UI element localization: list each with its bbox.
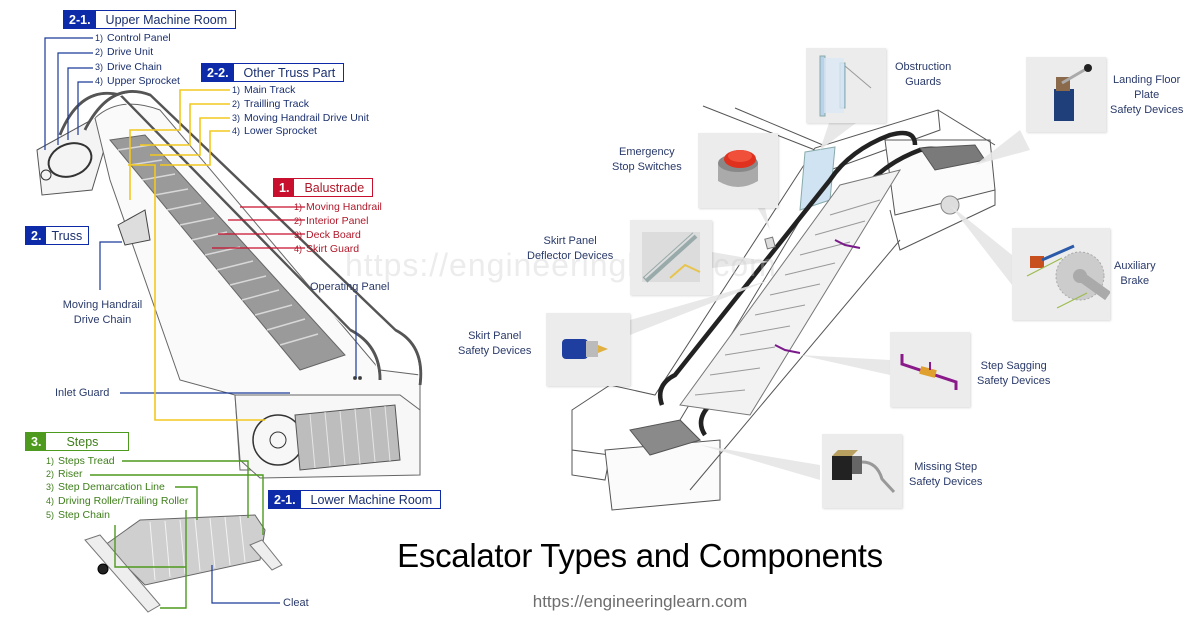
section-steps: 3. Steps [25,432,130,451]
section-title: Steps [66,434,99,449]
step-sagging-callout [890,332,970,407]
section-truss: 2. Truss [25,226,90,245]
page-title: Escalator Types and Components [397,537,883,574]
skirt-panel-safety-callout [546,313,630,386]
other-truss-part-item: 1)Main Track [232,84,296,96]
section-number: 2-2. [202,64,234,81]
steps-item: 1)Steps Tread [46,455,115,467]
moving-handrail-drive-chain-label: Moving Handrail Drive Chain [62,299,143,326]
landing-floor-plate-callout [1026,57,1106,132]
balustrade-item: 2)Interior Panel [294,215,369,227]
section-balustrade: 1. Balustrade [273,178,374,197]
section-title: Other Truss Part [243,65,336,80]
section-title: Truss [51,228,83,243]
steps-item: 5)Step Chain [46,509,110,521]
section-other-truss-part: 2-2. Other Truss Part [201,63,345,82]
section-number: 1. [274,179,295,196]
skirt-panel-deflector-callout [630,220,712,295]
upper-machine-room-item: 2)Drive Unit [95,46,154,58]
section-number: 2-1. [64,11,96,28]
balustrade-item: 4)Skirt Guard [294,243,360,255]
proximity-sensor-icon [832,450,896,494]
cleat-label: Cleat [283,597,309,609]
obstruction-guards-label: Obstruction Guards [895,61,952,88]
steps-item: 2)Riser [46,468,83,480]
missing-step-label: Missing Step Safety Devices [909,461,983,488]
step-sagging-label: Step Sagging Safety Devices [977,360,1051,387]
emergency-stop-callout [698,133,778,208]
missing-step-callout [822,434,902,508]
obstruction-guards-callout [806,48,886,123]
skirt-panel-safety-label: Skirt Panel Safety Devices [458,330,532,357]
steps-item: 4)Driving Roller/Trailing Roller [46,495,189,507]
balustrade-item: 1)Moving Handrail [294,201,382,213]
upper-machine-room-item: 1)Control Panel [95,32,171,44]
upper-machine-room-item: 4)Upper Sprocket [95,75,180,87]
other-truss-part-item: 3)Moving Handrail Drive Unit [232,112,369,124]
section-upper-machine-room: 2-1. Upper Machine Room [63,10,237,29]
emergency-stop-label: Emergency Stop Switches [612,146,682,173]
step-sagging-sensor-icon [900,354,958,390]
other-truss-part-item: 4)Lower Sprocket [232,125,317,137]
section-number: 2-1. [269,491,301,508]
obstruction-guard-icon [819,55,872,117]
other-truss-part-item: 2)Trailling Track [232,98,309,110]
section-title: Balustrade [304,180,365,195]
balustrade-item: 3)Deck Board [294,229,361,241]
emergency-stop-button-icon [718,150,758,187]
auxiliary-brake-callout [1012,228,1111,320]
inlet-guard-label: Inlet Guard [55,387,110,399]
source-url: https://engineeringlearn.com [532,592,748,611]
operating-panel-label: Operating Panel [310,281,390,293]
section-number: 3. [26,433,47,450]
left-leader-lines [44,37,357,609]
brake-disc-icon [1026,244,1111,309]
limit-switch-icon [1054,64,1092,121]
section-title: Lower Machine Room [310,492,433,507]
steps-item: 3)Step Demarcation Line [46,481,165,493]
auxiliary-brake-label: Auxiliary Brake [1114,260,1156,287]
right-escalator-drawing [571,105,996,511]
safety-switch-icon [562,339,608,359]
deflector-brush-icon [642,232,701,283]
upper-machine-room-item: 3)Drive Chain [95,61,162,73]
section-title: Upper Machine Room [105,12,228,27]
left-escalator-drawing [36,90,423,613]
section-number: 2. [26,227,47,244]
section-lower-machine-room: 2-1. Lower Machine Room [268,490,442,509]
landing-floor-plate-label: Landing Floor Plate Safety Devices [1110,74,1184,116]
skirt-panel-deflector-label: Skirt Panel Deflector Devices [527,235,614,262]
